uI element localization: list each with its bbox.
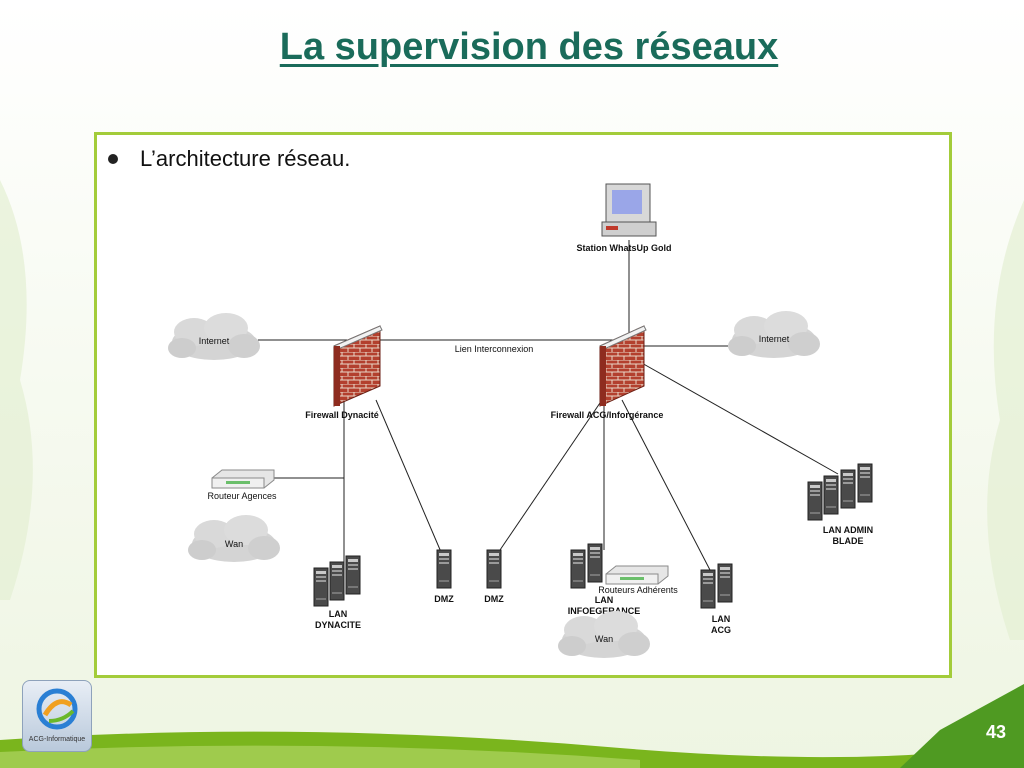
lan-admin-blade-servers-icon bbox=[807, 463, 873, 521]
lan-infogerance-label-2: INFOEGERANCE bbox=[568, 606, 641, 616]
lan-acg-label-1: LAN bbox=[712, 614, 731, 624]
content-frame bbox=[94, 132, 952, 678]
wan-left-label: Wan bbox=[225, 539, 243, 549]
firewall-right-label: Firewall ACG/Inforgérance bbox=[551, 410, 664, 420]
lan-infogerance-servers-icon bbox=[570, 543, 603, 589]
monitor-station-icon bbox=[601, 183, 657, 237]
routeurs-adherents-icon bbox=[605, 565, 669, 585]
company-logo bbox=[22, 680, 92, 752]
firewall-left-icon bbox=[333, 325, 383, 407]
routeurs-adherents-label: Routeurs Adhérents bbox=[598, 585, 678, 595]
dmz-right-server-icon bbox=[486, 549, 502, 589]
dmz-left-label: DMZ bbox=[434, 594, 454, 604]
dmz-left-server-icon bbox=[436, 549, 452, 589]
lan-dynacite-label-2: DYNACITE bbox=[315, 620, 361, 630]
page-number: 43 bbox=[985, 722, 1006, 742]
logo-swirl-icon bbox=[36, 688, 78, 730]
internet-left-label: Internet bbox=[199, 336, 230, 346]
internet-right-label: Internet bbox=[759, 334, 790, 344]
lan-dynacite-servers-icon bbox=[313, 555, 361, 607]
logo-text: ACG-Informatique bbox=[28, 736, 86, 743]
lan-infogerance-label-1: LAN bbox=[595, 595, 614, 605]
bullet-item: L’architecture réseau. bbox=[108, 146, 350, 172]
connection-lines bbox=[258, 240, 839, 572]
lan-acg-servers-icon bbox=[700, 563, 733, 609]
link-label: Lien Interconnexion bbox=[455, 344, 534, 354]
lan-admin-label-2: BLADE bbox=[833, 536, 864, 546]
firewall-right-icon bbox=[599, 325, 647, 407]
router-agences-icon bbox=[211, 469, 275, 489]
lan-dynacite-label-1: LAN bbox=[329, 609, 348, 619]
dmz-right-label: DMZ bbox=[484, 594, 504, 604]
firewall-left-label: Firewall Dynacité bbox=[305, 410, 379, 420]
lan-admin-label-1: LAN ADMIN bbox=[823, 525, 873, 535]
bullet-dot-icon bbox=[108, 154, 118, 164]
station-label: Station WhatsUp Gold bbox=[577, 243, 672, 253]
wan-bottom-label: Wan bbox=[595, 634, 613, 644]
bullet-text: L’architecture réseau. bbox=[140, 146, 351, 171]
lan-acg-label-2: ACG bbox=[711, 625, 731, 635]
router-agences-label: Routeur Agences bbox=[207, 491, 277, 501]
slide-title: La supervision des réseaux bbox=[279, 26, 779, 68]
